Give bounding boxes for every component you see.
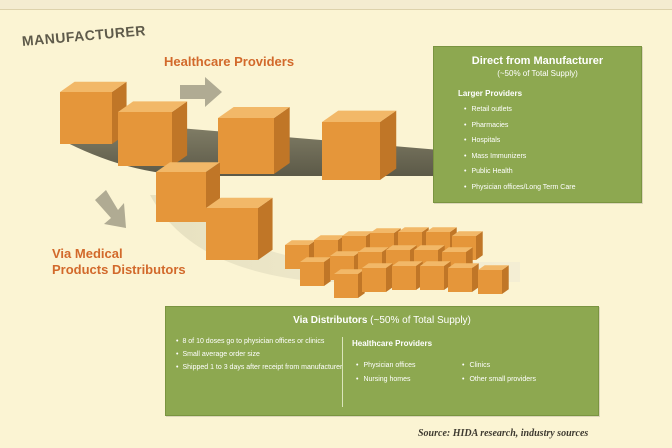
list-item: Physician offices [356, 359, 415, 373]
list-item: Hospitals [464, 133, 575, 149]
box-icon [156, 162, 220, 222]
source-note: Source: HIDA research, industry sources [418, 428, 589, 439]
direct-from-manufacturer-panel: Direct from Manufacturer (~50% of Total … [433, 46, 642, 203]
list-item: Clinics [462, 359, 536, 373]
distributor-providers-list-2: Clinics Other small providers [462, 359, 536, 387]
list-item: Other small providers [462, 373, 536, 387]
box-icon [118, 101, 188, 166]
distributor-providers-list-1: Physician offices Nursing homes [356, 359, 415, 387]
list-item: Physician offices/Long Term Care [464, 180, 575, 196]
arrow-right-icon [180, 77, 222, 107]
box-icon [218, 107, 290, 174]
distributors-label: Via Medical Products Distributors [52, 246, 186, 278]
list-item: Small average order size [176, 350, 346, 360]
direct-panel-subtitle: (~50% of Total Supply) [497, 69, 578, 78]
box-icon [478, 265, 509, 294]
distributor-belt [150, 195, 520, 282]
list-item: Shipped 1 to 3 days after receipt from m… [176, 363, 346, 373]
list-item: Nursing homes [356, 373, 415, 387]
direct-panel-title: Direct from Manufacturer [471, 55, 604, 67]
healthcare-providers-label: Healthcare Providers [164, 54, 295, 69]
larger-providers-heading: Larger Providers [458, 89, 523, 98]
distributors-label-line-1: Via Medical [52, 246, 123, 261]
distributors-panel-header: Via Distributors (~50% of Total Supply) [166, 315, 598, 326]
list-item: 8 of 10 doses go to physician offices or… [176, 337, 346, 347]
distributor-healthcare-providers-heading: Healthcare Providers [352, 339, 433, 348]
list-item: Retail outlets [464, 102, 575, 118]
list-item: Mass Immunizers [464, 149, 575, 165]
box-icon [285, 240, 316, 269]
via-distributors-panel: Via Distributors (~50% of Total Supply) … [165, 306, 599, 416]
box-icon [322, 110, 397, 180]
distributors-label-line-2: Products Distributors [52, 262, 186, 277]
box-icon [206, 197, 273, 260]
top-strip [0, 0, 672, 10]
larger-providers-list: Retail outlets Pharmacies Hospitals Mass… [464, 102, 575, 195]
box-icon [392, 261, 423, 290]
list-item: Public Health [464, 164, 575, 180]
box-icon [362, 263, 393, 292]
box-icon [448, 263, 479, 292]
distributor-facts-list: 8 of 10 doses go to physician offices or… [176, 337, 346, 376]
box-icon [300, 257, 331, 286]
box-icon [334, 269, 365, 298]
list-item: Pharmacies [464, 118, 575, 134]
distributors-panel-subtitle: (~50% of Total Supply) [370, 315, 471, 326]
panel-divider [342, 337, 343, 407]
box-icon [420, 261, 451, 290]
distributors-panel-title: Via Distributors [293, 315, 368, 326]
box-icon [60, 81, 127, 144]
arrow-down-icon [95, 190, 126, 228]
